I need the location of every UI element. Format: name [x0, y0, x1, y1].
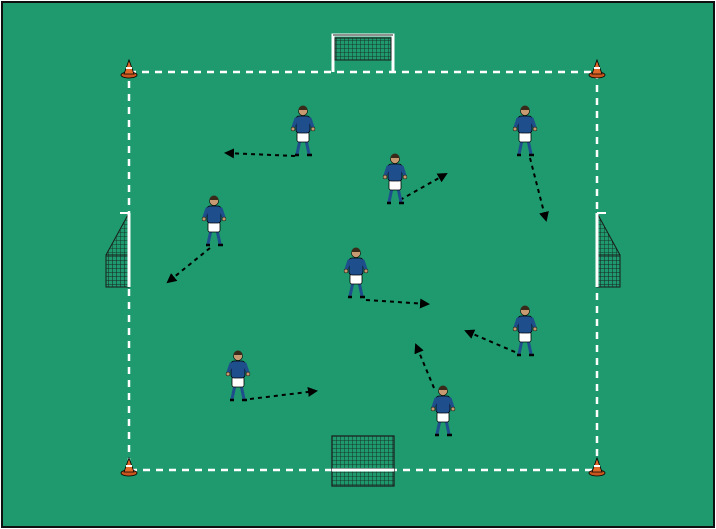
- goal-bottom: [332, 436, 394, 486]
